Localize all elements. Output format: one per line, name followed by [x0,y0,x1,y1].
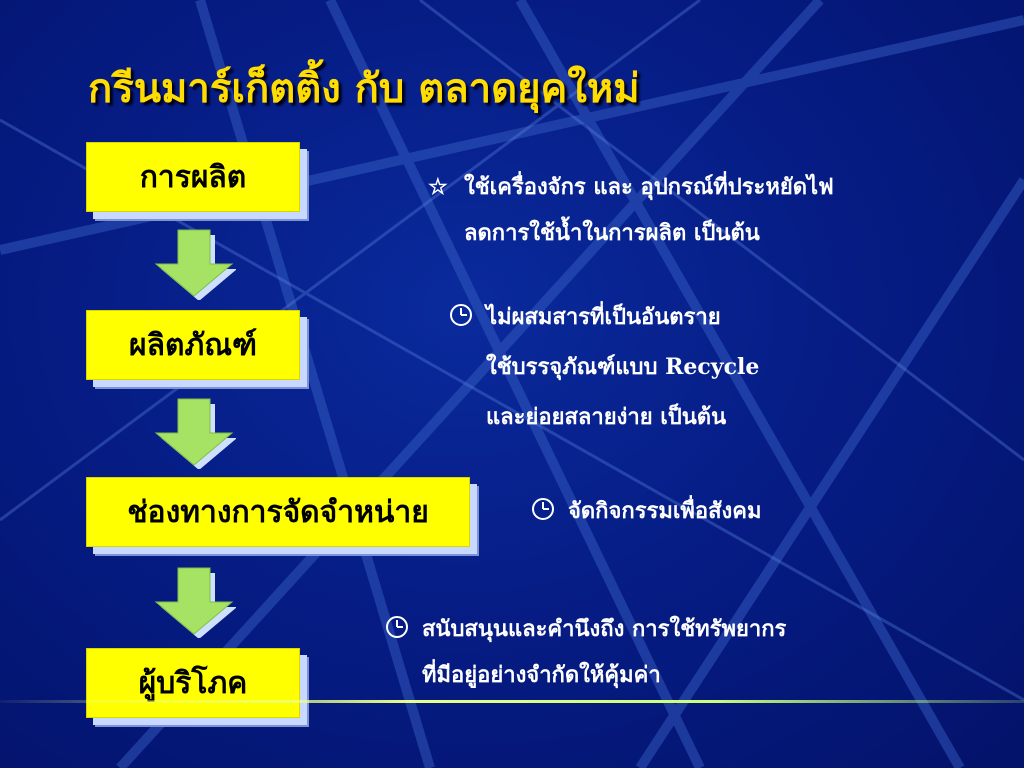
note-production: ☆ใช้เครื่องจักร และ อุปกรณ์ที่ประหยัดไฟ … [428,164,834,256]
note-distribution: จัดกิจกรรมเพื่อสังคม [532,488,761,534]
note-consumer: สนับสนุนและคำนึงถึง การใช้ทรัพยากร ที่มี… [386,606,786,698]
note-line: ใช้บรรจุภัณฑ์แบบ Recycle [486,354,760,380]
note-line: สนับสนุนและคำนึงถึง การใช้ทรัพยากร [422,616,787,642]
flow-box-product: ผลิตภัณฑ์ [86,310,300,380]
down-arrow-icon [154,398,236,469]
clock-icon [532,498,554,520]
page-title: กรีนมาร์เก็ตติ้ง กับ ตลาดยุคใหม่ [88,65,640,112]
note-line: ใช้เครื่องจักร และ อุปกรณ์ที่ประหยัดไฟ [464,174,834,200]
note-line: และย่อยสลายง่าย เป็นต้น [486,404,727,430]
footer-divider [0,700,1024,703]
clock-icon [386,616,408,638]
note-line: ไม่ผสมสารที่เป็นอันตราย [486,304,721,330]
flow-box-consumer: ผู้บริโภค [86,648,300,718]
down-arrow-icon [154,567,236,638]
note-line: ที่มีอยู่อย่างจำกัดให้คุ้มค่า [422,662,661,688]
clock-icon [450,304,472,326]
note-line: จัดกิจกรรมเพื่อสังคม [568,498,762,524]
flow-box-production: การผลิต [86,142,300,212]
down-arrow-icon [154,229,236,300]
note-product: ไม่ผสมสารที่เป็นอันตราย ใช้บรรจุภัณฑ์แบบ… [450,292,759,442]
star-icon: ☆ [428,174,448,200]
flow-box-distribution-channel: ช่องทางการจัดจำหน่าย [86,477,470,547]
note-line: ลดการใช้น้ำในการผลิต เป็นต้น [464,220,760,246]
